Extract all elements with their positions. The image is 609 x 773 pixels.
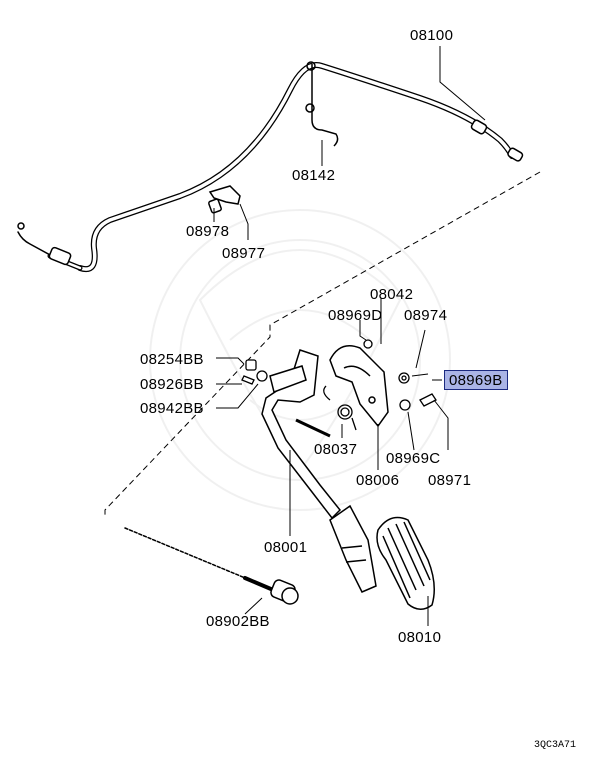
callout-08254BB: 08254BB bbox=[140, 351, 204, 368]
callout-08971: 08971 bbox=[428, 472, 472, 489]
callout-08100: 08100 bbox=[410, 27, 454, 44]
hardware-parts bbox=[241, 339, 437, 411]
kickdown-cable-08902BB bbox=[124, 527, 299, 605]
callout-08902BB: 08902BB bbox=[206, 613, 270, 630]
callout-08978: 08978 bbox=[186, 223, 230, 240]
accelerator-cable bbox=[17, 62, 524, 272]
callout-08006: 08006 bbox=[356, 472, 400, 489]
cable-clip-08142 bbox=[305, 61, 339, 147]
callout-08142: 08142 bbox=[292, 167, 336, 184]
callout-08042: 08042 bbox=[370, 286, 414, 303]
cable-bracket-08977 bbox=[208, 185, 241, 214]
callout-08977: 08977 bbox=[222, 245, 266, 262]
pedal-bracket-08006 bbox=[329, 345, 389, 428]
callout-08926BB: 08926BB bbox=[140, 376, 204, 393]
callout-08010: 08010 bbox=[398, 629, 442, 646]
callout-08969D: 08969D bbox=[328, 307, 383, 324]
callout-08969C: 08969C bbox=[386, 450, 441, 467]
callout-08969B-highlighted[interactable]: 08969B bbox=[444, 370, 508, 390]
pedal-arm-08001 bbox=[261, 349, 342, 520]
callout-08001: 08001 bbox=[264, 539, 308, 556]
pedal-pad bbox=[329, 504, 377, 593]
callout-08942BB: 08942BB bbox=[140, 400, 204, 417]
leader-lines bbox=[213, 46, 486, 626]
diagram-code: 3QC3A71 bbox=[534, 740, 577, 751]
dashed-assembly-boundary bbox=[104, 171, 541, 518]
callout-08974: 08974 bbox=[404, 307, 448, 324]
callout-08037: 08037 bbox=[314, 441, 358, 458]
pedal-cover-08010 bbox=[376, 516, 435, 610]
return-spring-08037 bbox=[323, 385, 357, 431]
